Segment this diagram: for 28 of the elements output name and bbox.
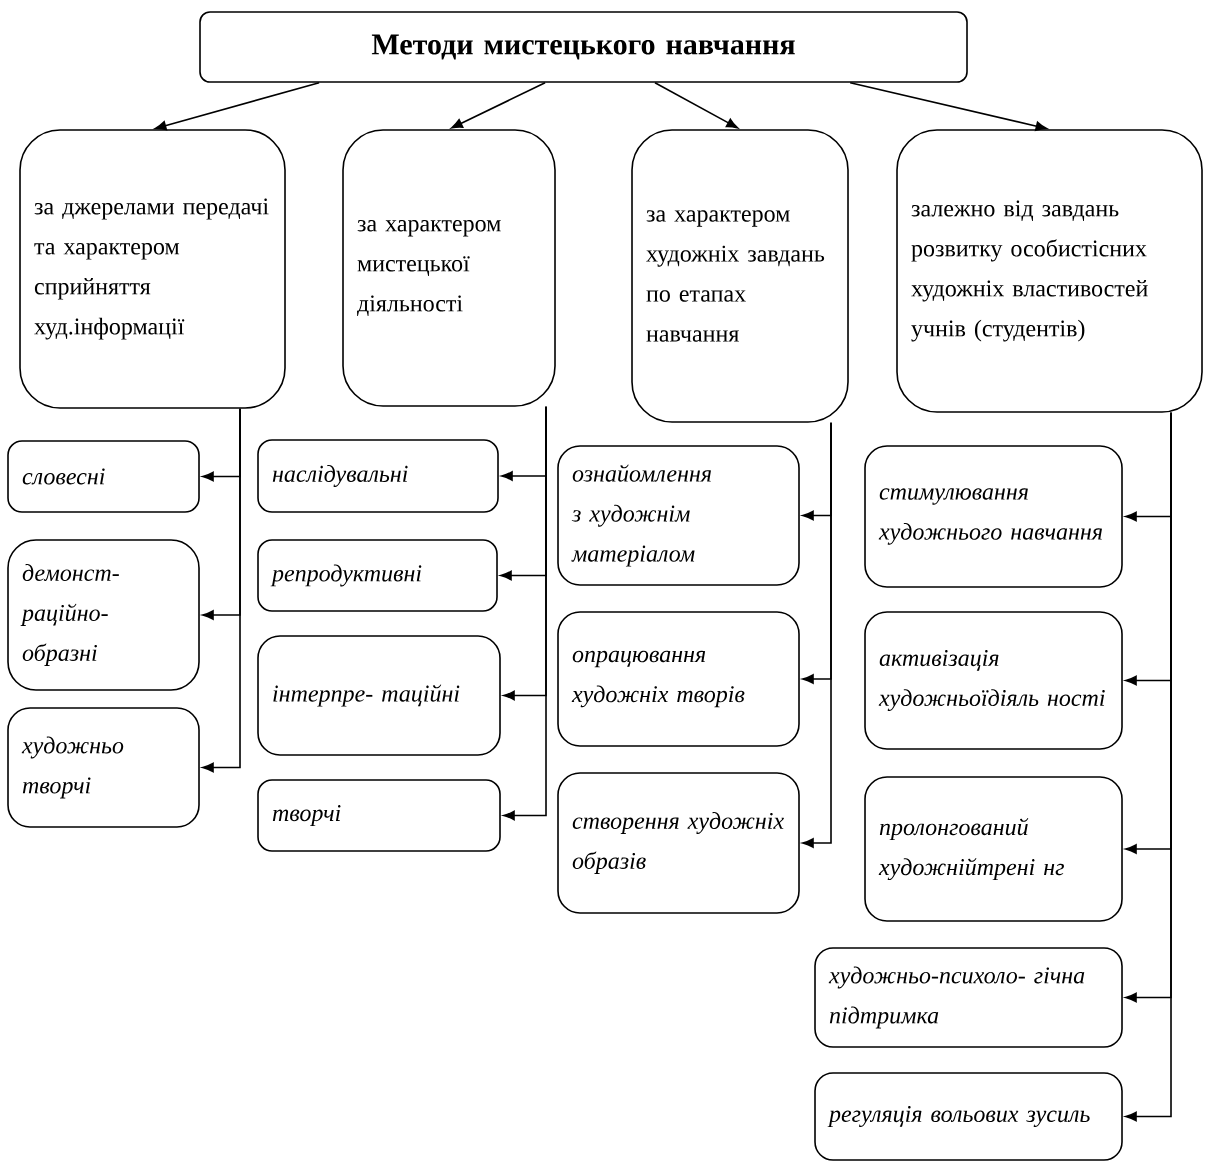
arrow (154, 82, 320, 131)
method-box: художньо творчі (7, 707, 200, 828)
arrow (849, 82, 1048, 131)
title-box: Методи мистецького навчання (199, 11, 968, 83)
category-box: за характером художніх завдань по етапах навчання (631, 129, 849, 423)
category-box: залежно від завдань розвитку особистісних художніх властивостей учнів (студентів) (896, 129, 1203, 413)
method-box: творчі (257, 779, 501, 852)
arrow (654, 82, 739, 129)
method-box: стимулювання художнього навчання (864, 445, 1123, 588)
method-box: репродуктивні (257, 539, 498, 612)
method-box: наслідувальні (257, 439, 499, 513)
method-box: опрацювання художніх творів (557, 611, 800, 747)
method-box: створення художніх образів (557, 772, 800, 914)
method-box: ознайомлення з художнім матеріалом (557, 445, 800, 586)
method-box: словесні (7, 440, 200, 513)
method-box: пролонгований художнійтрені нг (864, 776, 1123, 922)
method-box: художньо-психоло- гічна підтримка (814, 947, 1123, 1048)
method-box: інтерпре- таційні (257, 635, 501, 756)
arrow (503, 406, 547, 821)
method-box: демонст- раційно- образні (7, 539, 200, 691)
arrow (802, 422, 832, 848)
arrow (202, 408, 241, 773)
arrow (451, 82, 546, 129)
arrow (1125, 412, 1172, 1122)
category-box: за характером мистецької діяльності (342, 129, 556, 407)
method-box: активізація художньоїдіяль ності (864, 611, 1123, 750)
method-box: регуляція вольових зусиль (814, 1072, 1123, 1161)
category-box: за джерелами передачі та характером сприйняття худ.інформації (19, 129, 286, 409)
